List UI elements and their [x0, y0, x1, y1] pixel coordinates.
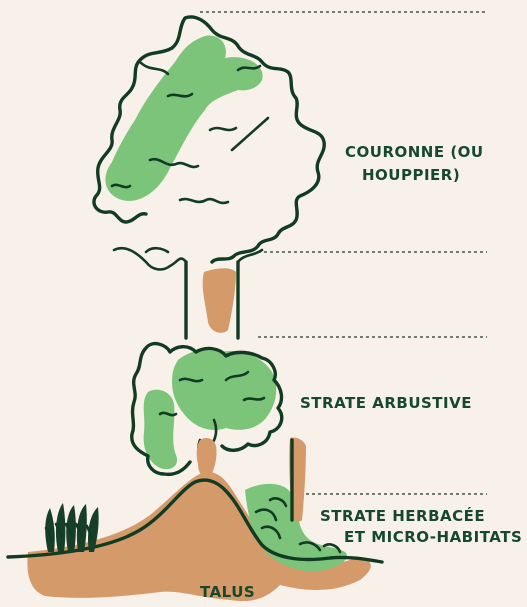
- label-herb-line1: STRATE HERBACÉE: [320, 506, 485, 525]
- label-crown-line1: COURONNE (OU: [345, 143, 484, 161]
- label-herb-line2: ET MICRO-HABITATS: [344, 528, 522, 546]
- shrub-foliage-center: [172, 350, 276, 430]
- label-crown-line2: HOUPPIER): [362, 166, 460, 184]
- shrub-trunk: [197, 438, 217, 478]
- crown-foliage: [105, 35, 262, 201]
- trunk-soil-patch: [203, 268, 236, 333]
- grass-tufts: [45, 503, 98, 552]
- label-shrub: STRATE ARBUSTIVE: [300, 394, 472, 412]
- label-talus: TALUS: [200, 583, 255, 601]
